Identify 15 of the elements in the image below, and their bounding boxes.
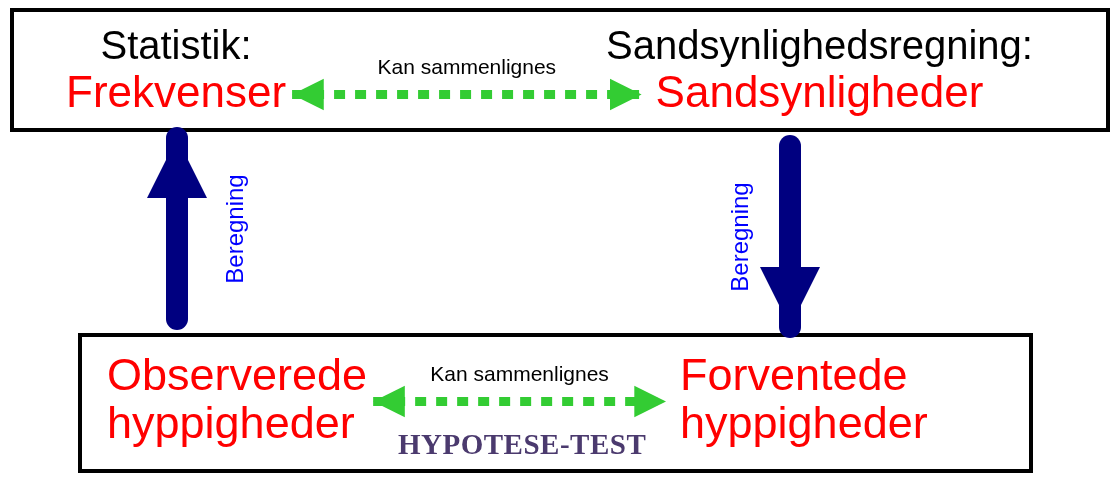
edge-label: Beregning <box>726 181 754 292</box>
outline-box <box>78 333 1033 473</box>
edge-label: Beregning <box>221 173 249 284</box>
dotted-double-arrow <box>373 385 666 418</box>
term-text: Frekvenser <box>66 68 287 116</box>
heading-text: Sandsynlighedsregning: <box>606 22 1033 68</box>
term-text: Sandsynligheder <box>655 68 984 116</box>
thick-arrow <box>759 135 821 338</box>
term-text: Observerede hyppigheder <box>107 351 369 447</box>
heading-text: Statistik: <box>100 22 252 68</box>
dotted-double-arrow <box>292 78 642 111</box>
note-text: HYPOTESE-TEST <box>398 428 647 461</box>
thick-arrow <box>146 127 208 330</box>
outline-box <box>10 8 1110 132</box>
term-text: Forventede hyppigheder <box>680 351 929 447</box>
